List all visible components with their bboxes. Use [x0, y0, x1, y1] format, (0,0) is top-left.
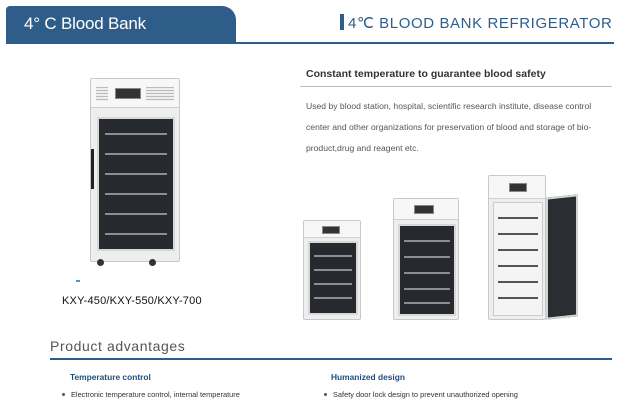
header-divider — [6, 42, 614, 44]
refrigerator-image-open — [488, 175, 546, 320]
refrigerator-image-large — [90, 78, 180, 266]
feature-heading: Temperature control — [70, 372, 151, 382]
shelf — [313, 255, 353, 257]
shelf — [497, 233, 539, 235]
shelf — [104, 173, 168, 175]
shelf — [104, 233, 168, 235]
shelf — [104, 133, 168, 135]
feature-item-text: Electronic temperature control, internal… — [71, 390, 240, 399]
temperature-display — [509, 183, 527, 192]
shelf — [313, 269, 353, 271]
temperature-display — [115, 88, 141, 99]
shelf — [497, 217, 539, 219]
shelf — [404, 288, 450, 290]
shelf — [104, 193, 168, 195]
advantages-title: Product advantages — [50, 338, 186, 354]
section-title-text: 4℃ BLOOD BANK REFRIGERATOR — [348, 15, 613, 32]
vent-grille — [96, 87, 108, 101]
open-glass-door — [546, 194, 578, 320]
shelf — [497, 281, 539, 283]
intro-subheading: Constant temperature to guarantee blood … — [306, 68, 546, 80]
description-line: Used by blood station, hospital, scienti… — [306, 101, 592, 111]
caster-wheel — [149, 259, 156, 266]
glass-door — [308, 241, 358, 315]
feature-item: Electronic temperature control, internal… — [62, 390, 240, 399]
glass-door — [398, 224, 456, 316]
feature-heading: Humanized design — [331, 372, 405, 382]
shelf — [104, 213, 168, 215]
door-handle — [91, 149, 94, 189]
shelf — [404, 256, 450, 258]
shelf — [497, 297, 539, 299]
shelf — [313, 283, 353, 285]
refrigerator-image-small — [303, 220, 361, 320]
intro-description: Used by blood station, hospital, scienti… — [306, 96, 606, 159]
accent-mark — [76, 280, 80, 282]
shelf — [313, 297, 353, 299]
shelf — [497, 249, 539, 251]
bullet-icon — [324, 393, 327, 396]
interior — [493, 202, 543, 316]
header-tab-title: 4° C Blood Bank Refrigerator — [24, 14, 146, 69]
model-label: KXY-450/KXY-550/KXY-700 — [62, 295, 202, 307]
glass-door — [97, 117, 175, 251]
title-accent-bar — [340, 14, 344, 30]
advantages-divider — [50, 358, 612, 360]
shelf — [404, 302, 450, 304]
description-line: center and other organizations for prese… — [306, 122, 592, 132]
shelf — [104, 153, 168, 155]
bullet-icon — [62, 393, 65, 396]
caster-wheel — [97, 259, 104, 266]
header-tab: 4° C Blood Bank Refrigerator — [6, 6, 236, 69]
description-line: product,drug and reagent etc. — [306, 143, 419, 153]
subheading-divider — [300, 86, 612, 87]
feature-item: Safety door lock design to prevent unaut… — [324, 390, 518, 399]
temperature-display — [322, 226, 340, 234]
shelf — [404, 272, 450, 274]
refrigerator-image-medium — [393, 198, 459, 320]
shelf — [497, 265, 539, 267]
section-title: 4℃ BLOOD BANK REFRIGERATOR — [340, 14, 612, 32]
temperature-display — [414, 205, 434, 214]
vent-grille — [146, 87, 174, 101]
feature-item-text: Safety door lock design to prevent unaut… — [333, 390, 518, 399]
shelf — [404, 240, 450, 242]
